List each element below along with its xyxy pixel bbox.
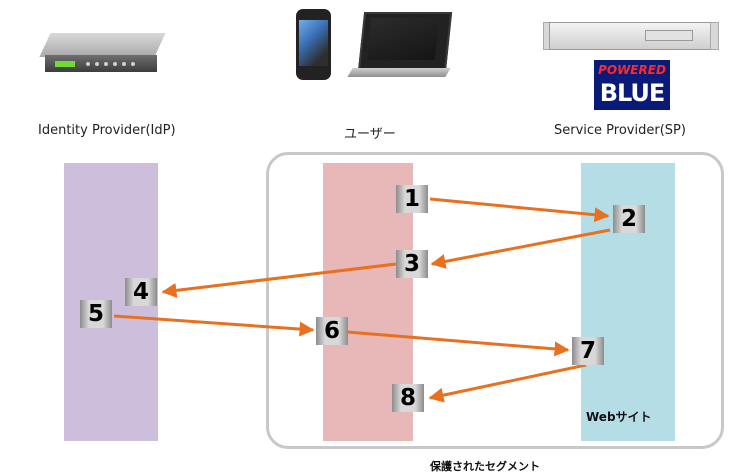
arrow-2-to-3 [430,228,611,269]
step-badge-7: 7 [572,337,604,365]
protected-segment-label: 保護されたセグメント [430,460,540,473]
step-badge-4: 4 [125,278,157,306]
web-site-label: Webサイト [586,410,652,424]
arrow-7-to-8 [428,363,587,403]
step-badge-6: 6 [316,317,348,345]
arrow-6-to-7 [346,330,570,357]
arrow-1-to-2 [429,197,610,223]
step-badge-5: 5 [80,300,112,328]
sp-label: Service Provider(SP) [554,123,686,138]
arrow-3-to-4 [161,262,397,298]
protected-segment-box [266,152,724,449]
step-badge-2: 2 [613,205,645,233]
idp-label: Identity Provider(IdP) [38,123,176,138]
step-badge-8: 8 [392,384,424,412]
step-badge-1: 1 [396,185,428,213]
user-label: ユーザー [344,127,396,142]
step-badge-3: 3 [396,250,428,278]
arrow-5-to-6 [113,314,315,337]
